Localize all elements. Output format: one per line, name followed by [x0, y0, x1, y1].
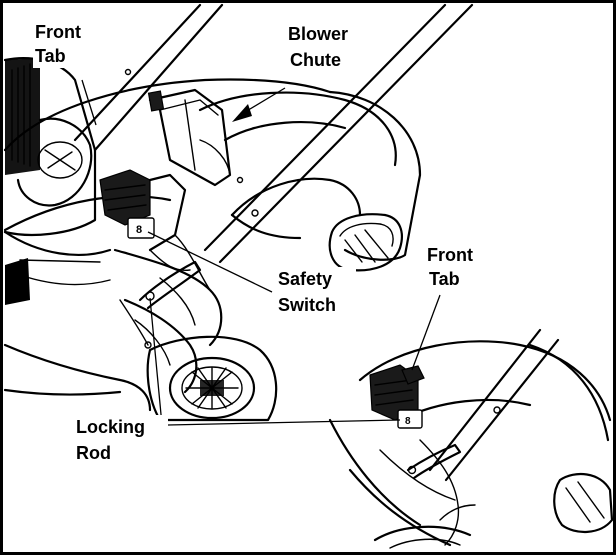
label-blower-chute-line1: Blower [288, 24, 348, 44]
svg-text:8: 8 [405, 416, 411, 427]
label-safety-switch-line1: Safety [278, 269, 332, 289]
leader-safety-switch [147, 231, 273, 293]
leader-locking-rod-inset [167, 419, 401, 426]
labels: Front Tab Blower Chute Front Tab Safety … [33, 20, 487, 467]
safety-switch-assembly: 8 [99, 169, 191, 272]
inset-illustration: 8 [328, 328, 614, 549]
inset-locking-rod [406, 443, 462, 480]
label-front-tab-inset-line2: Tab [429, 269, 460, 289]
leader-front-tab-inset [411, 294, 441, 371]
blower-chute-mouth [328, 213, 403, 272]
locking-rod [138, 260, 202, 310]
label-front-tab-inset-line1: Front [427, 245, 473, 265]
svg-text:8: 8 [136, 224, 142, 236]
leader-front-tab-top [81, 79, 97, 126]
label-locking-rod-line1: Locking [76, 417, 145, 437]
label-blower-chute-line2: Chute [290, 50, 341, 70]
label-locking-rod-line2: Rod [76, 443, 111, 463]
leader-lines [81, 79, 441, 426]
main-illustration: 8 [3, 3, 474, 422]
chute-bracket [148, 88, 232, 187]
rear-wheel [146, 335, 278, 422]
handle-bar-main [203, 3, 474, 264]
inset-safety-switch: 8 [369, 364, 425, 429]
handle-bar-upper [73, 3, 224, 152]
leader-blower-chute [244, 87, 286, 113]
leader-locking-rod-main [149, 297, 163, 426]
inset-chute-mouth [553, 472, 614, 533]
label-front-tab-top-line2: Tab [35, 46, 66, 66]
label-safety-switch-line2: Switch [278, 295, 336, 315]
label-front-tab-top-line1: Front [35, 22, 81, 42]
blower-chute-shape [328, 90, 422, 261]
